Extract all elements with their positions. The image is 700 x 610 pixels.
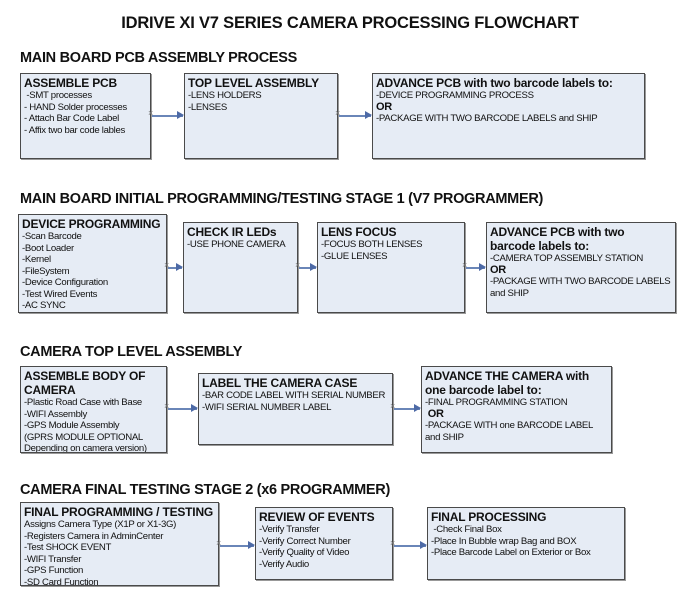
process-step: -Boot Loader xyxy=(22,242,74,254)
process-step: -Verify Audio xyxy=(259,558,309,570)
process-step: -Plastic Road Case with Base xyxy=(24,397,142,408)
section-heading: MAIN BOARD INITIAL PROGRAMMING/TESTING S… xyxy=(20,191,544,207)
process-step: -SMT processes xyxy=(24,90,92,101)
process-box: LABEL THE CAMERA CASE-BAR CODE LABEL WIT… xyxy=(198,373,393,445)
process-step: Depending on camera version) xyxy=(24,443,147,453)
process-box-header: ADVANCE THE CAMERA with one barcode labe… xyxy=(425,369,590,397)
process-step: and SHIP xyxy=(425,431,464,443)
process-box: FINAL PROCESSING -Check Final Box-Place … xyxy=(427,507,625,580)
process-step: -Verify Transfer xyxy=(259,524,320,535)
process-step: OR xyxy=(425,407,444,420)
flow-arrow xyxy=(164,403,198,411)
process-step: -USE PHONE CAMERA xyxy=(187,239,286,250)
process-step: -AC SYNC xyxy=(22,300,66,311)
process-step: -LENS HOLDERS xyxy=(188,90,262,101)
process-box-header: FINAL PROGRAMMING / TESTING xyxy=(24,505,214,519)
process-step: -GLUE LENSES xyxy=(321,250,388,262)
process-step: -Check Final Box xyxy=(431,524,502,535)
process-step: - HAND Solder processes xyxy=(24,101,127,113)
process-step: OR xyxy=(490,263,506,276)
flow-arrow xyxy=(390,540,427,548)
flow-arrow xyxy=(216,540,255,548)
process-step: -Place Barcode Label on Exterior or Box xyxy=(431,547,591,558)
process-step: -Test SHOCK EVENT xyxy=(24,542,112,553)
flow-arrow xyxy=(295,262,317,270)
process-step: -Test Wired Events xyxy=(22,288,98,300)
process-step: -BAR CODE LABEL WITH SERIAL NUMBER xyxy=(202,390,386,401)
process-step: -LENSES xyxy=(188,101,227,113)
section-heading: MAIN BOARD PCB ASSEMBLY PROCESS xyxy=(20,50,297,66)
process-step: OR xyxy=(376,100,392,113)
process-step: -FOCUS BOTH LENSES xyxy=(321,239,423,250)
process-box: DEVICE PROGRAMMING-Scan Barcode-Boot Loa… xyxy=(18,214,167,313)
flow-arrow xyxy=(462,262,486,270)
process-box: LENS FOCUS-FOCUS BOTH LENSES-GLUE LENSES xyxy=(317,222,465,313)
process-step: - Affix two bar code lables xyxy=(24,124,126,136)
process-step: -Device Configuration xyxy=(22,277,108,288)
process-box-header: DEVICE PROGRAMMING xyxy=(22,217,161,231)
process-step: -PACKAGE WITH TWO BARCODE LABELS xyxy=(490,276,671,287)
process-step: -CAMERA TOP ASSEMBLY STATION xyxy=(490,253,643,264)
process-box-header: REVIEW OF EVENTS xyxy=(259,510,375,524)
flow-arrow xyxy=(335,110,372,118)
flow-arrow xyxy=(390,403,421,411)
process-step: -FileSystem xyxy=(22,265,70,277)
process-box: REVIEW OF EVENTS-Verify Transfer-Verify … xyxy=(255,507,393,580)
process-step: -Kernel xyxy=(22,254,51,265)
process-box-header: ASSEMBLE BODY OF CAMERA xyxy=(24,369,146,397)
process-step: -Verify Quality of Video xyxy=(259,547,350,558)
process-box: ASSEMBLE PCB -SMT processes- HAND Solder… xyxy=(20,73,151,159)
process-step: -WIFI SERIAL NUMBER LABEL xyxy=(202,401,332,413)
process-box-header: FINAL PROCESSING xyxy=(431,510,547,524)
process-box-header: ADVANCE PCB with two barcode labels to: xyxy=(490,225,625,253)
process-step: -GPS Module Assembly xyxy=(24,420,120,431)
process-box-header: TOP LEVEL ASSEMBLY xyxy=(188,76,319,90)
process-step: - Attach Bar Code Label xyxy=(24,113,119,124)
process-step: -WIFI Transfer xyxy=(24,553,82,565)
process-step: -GPS Function xyxy=(24,565,84,576)
process-step: -Scan Barcode xyxy=(22,231,82,242)
section-heading: CAMERA TOP LEVEL ASSEMBLY xyxy=(20,344,243,360)
process-step: Assigns Camera Type (X1P or X1-3G) xyxy=(24,519,177,530)
process-box-header: ADVANCE PCB with two barcode labels to: xyxy=(376,76,613,90)
process-box-header: ASSEMBLE PCB xyxy=(24,76,117,90)
flow-arrow xyxy=(164,262,183,270)
flow-arrow xyxy=(148,110,184,118)
process-step: -DEVICE PROGRAMMING PROCESS xyxy=(376,90,534,101)
process-box: ADVANCE THE CAMERA with one barcode labe… xyxy=(421,366,612,453)
process-step: -FINAL PROGRAMMING STATION xyxy=(425,397,568,408)
process-step: and SHIP xyxy=(490,287,529,299)
flowchart-title: IDRIVE XI V7 SERIES CAMERA PROCESSING FL… xyxy=(121,14,579,32)
process-step: -PACKAGE WITH TWO BARCODE LABELS and SHI… xyxy=(376,113,598,124)
section-heading: CAMERA FINAL TESTING STAGE 2 (x6 PROGRAM… xyxy=(20,482,390,498)
process-box-header: LABEL THE CAMERA CASE xyxy=(202,376,358,390)
process-step: -Registers Camera in AdminCenter xyxy=(24,530,164,542)
process-box: TOP LEVEL ASSEMBLY-LENS HOLDERS-LENSES xyxy=(184,73,338,159)
process-box: ADVANCE PCB with two barcode labels to:-… xyxy=(372,73,645,159)
process-box: CHECK IR LEDs-USE PHONE CAMERA xyxy=(183,222,298,313)
process-step: (GPRS MODULE OPTIONAL xyxy=(24,431,143,443)
process-step: -Verify Correct Number xyxy=(259,535,351,547)
process-step: -WIFI Assembly xyxy=(24,408,87,420)
process-step: -Place In Bubble wrap Bag and BOX xyxy=(431,535,577,547)
process-box: ASSEMBLE BODY OF CAMERA-Plastic Road Cas… xyxy=(20,366,167,453)
process-box: ADVANCE PCB with two barcode labels to:-… xyxy=(486,222,676,313)
process-step: -PACKAGE WITH one BARCODE LABEL xyxy=(425,420,594,431)
process-step: -SD Card Function xyxy=(24,576,99,586)
process-box-header: CHECK IR LEDs xyxy=(187,225,277,239)
process-box-header: LENS FOCUS xyxy=(321,225,397,239)
